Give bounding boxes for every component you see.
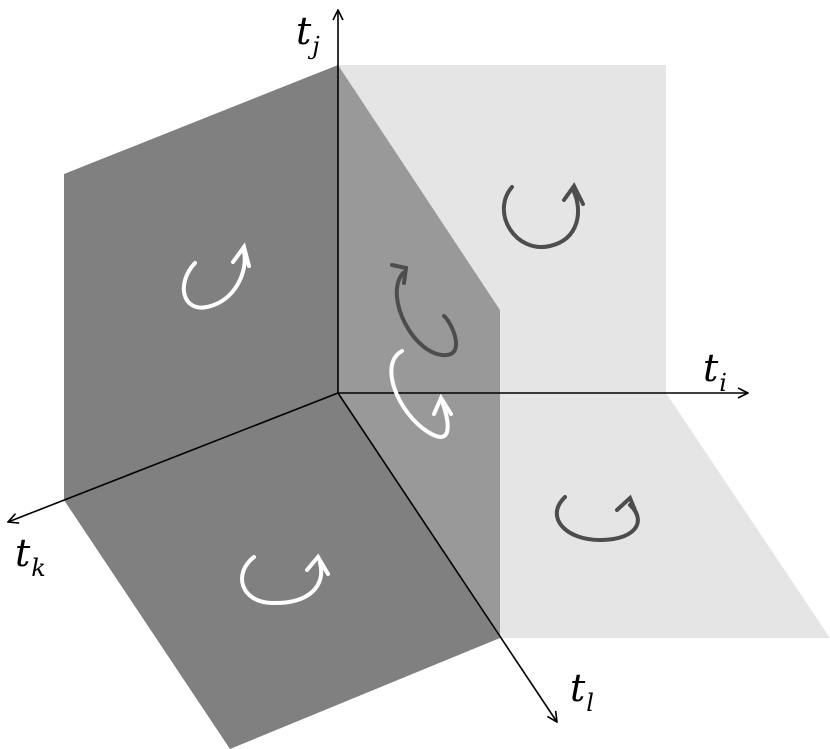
axis-tk: [8, 392, 339, 522]
rotation-arrow-icon: [390, 263, 459, 358]
axis-tl: [337, 392, 557, 722]
rotation-arrow-icon: [389, 349, 453, 439]
axis-label-tj: tj: [296, 9, 320, 60]
plane-il: [500, 393, 830, 638]
plane-kl: [64, 393, 500, 749]
rotation-arrow-icon: [501, 182, 585, 250]
axis-label-tl: tl: [570, 666, 594, 717]
rotation-arrow-icon: [240, 553, 330, 606]
plane-jl: [338, 65, 500, 638]
plane-jk: [64, 65, 338, 500]
rotation-arrow-icon: [181, 242, 251, 310]
axis-label-ti: ti: [703, 346, 727, 397]
plane-ij: [338, 65, 666, 393]
rotation-arrow-icon: [554, 494, 640, 543]
axis-label-tk: tk: [15, 531, 46, 582]
